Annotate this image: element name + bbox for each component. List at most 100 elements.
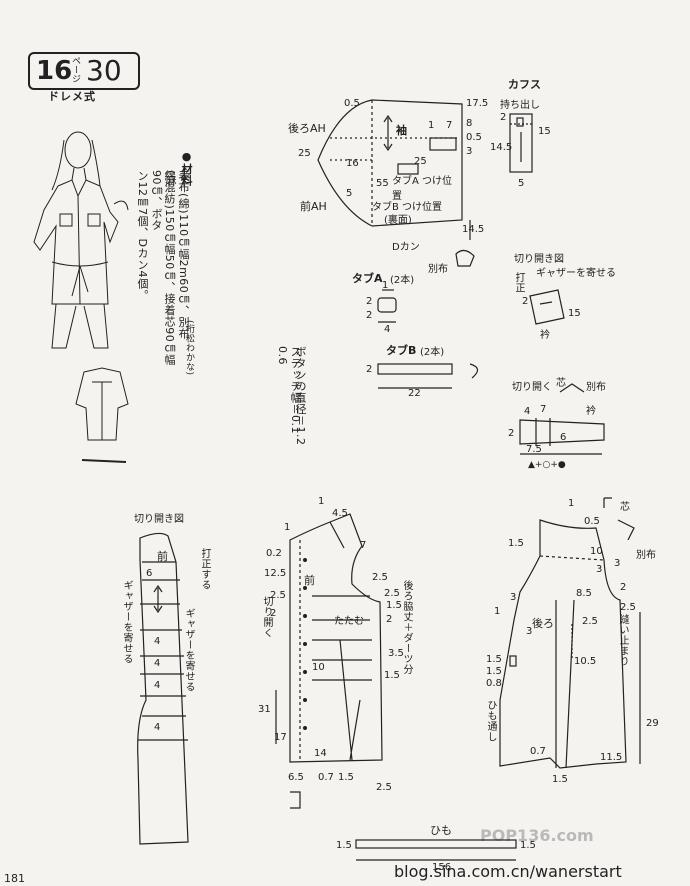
slash-cuff-pattern xyxy=(519,383,605,455)
front-slash-pattern xyxy=(137,532,189,845)
slash-cuff-label: 切り開く xyxy=(512,382,552,393)
model-blouse xyxy=(33,179,119,305)
front-body-outline xyxy=(289,513,383,763)
button-mark xyxy=(303,726,307,730)
slash-cuff-num: 2 xyxy=(508,428,514,439)
cuff-pattern xyxy=(509,113,533,173)
back-body-num: 0.8 xyxy=(486,678,502,689)
header-page-unit: ページ xyxy=(70,56,80,83)
back-body-pattern xyxy=(499,497,641,769)
slash-cuff-core: 芯 xyxy=(556,378,566,389)
front-slash-num: 4 xyxy=(154,722,160,733)
cuff-extension: 持ち出し xyxy=(500,100,540,111)
front-body-num: 1.5 xyxy=(386,600,402,611)
model-pockets xyxy=(59,213,101,227)
tab-a-num: 1 xyxy=(382,280,388,291)
tab-a-title: タブA xyxy=(352,272,383,285)
sleeve-tab-b-position: タブB つけ位置 xyxy=(372,202,443,213)
slash-cuff-extra: 別布 xyxy=(586,382,606,393)
front-body-num: 2.5 xyxy=(372,572,388,583)
back-body-num: 2.5 xyxy=(620,602,636,613)
tab-b-num: 22 xyxy=(408,388,421,399)
sleeve-grain-arrow xyxy=(383,114,393,152)
back-body-num: 11.5 xyxy=(600,752,622,763)
sleeve-pattern xyxy=(317,99,471,240)
string-title: ひも xyxy=(430,824,452,837)
slash-top-num: 15 xyxy=(568,308,581,319)
front-slash-num: 4 xyxy=(154,658,160,669)
front-slash-lines xyxy=(138,561,188,741)
back-body-yoke-line xyxy=(539,555,605,561)
front-body-num: 2.5 xyxy=(270,590,286,601)
cuff-num: 2 xyxy=(500,112,506,123)
back-body-num: 1 xyxy=(568,498,574,509)
model-belt-ties xyxy=(71,265,89,297)
back-body-label: 後ろ xyxy=(532,617,554,630)
front-body-num: 6.5 xyxy=(288,772,304,783)
slash-cuff-shape xyxy=(519,419,605,445)
sleeve-cap-curve xyxy=(317,99,373,227)
sleeve-num: 0.5 xyxy=(344,98,360,109)
button-mark xyxy=(303,642,307,646)
button-mark xyxy=(303,614,307,618)
sleeve-body xyxy=(371,99,463,227)
front-body-num: 2.5 xyxy=(384,588,400,599)
back-body-num: 3 xyxy=(596,564,602,575)
front-slash-outline xyxy=(137,532,189,845)
front-body-num: 3.5 xyxy=(388,648,404,659)
front-body-buttons xyxy=(303,558,307,730)
button-mark xyxy=(303,698,307,702)
slash-top-collar: 衿 xyxy=(540,330,550,341)
cuff-num: 15 xyxy=(538,126,551,137)
button-diameter-note: ボタンの直径＝1.2 xyxy=(294,346,307,446)
front-slash-front: 前 xyxy=(157,550,168,563)
back-body-num: 3 xyxy=(526,626,532,637)
tab-a-d-ring: Dカン xyxy=(392,242,420,253)
tab-a-count: (2本) xyxy=(390,275,415,286)
model-placket xyxy=(77,195,81,305)
front-slash-num: 4 xyxy=(154,636,160,647)
front-body-num: 1 xyxy=(318,496,324,507)
slash-top-shape xyxy=(529,289,565,325)
front-body-collar xyxy=(329,521,345,549)
sleeve-num: 14.5 xyxy=(462,224,484,235)
sleeve-tab-b-note: (裏面) xyxy=(384,215,412,226)
back-view-yoke xyxy=(92,381,112,440)
model-belt xyxy=(51,261,109,267)
back-body-core: 芯 xyxy=(620,502,630,513)
front-slash-title: 切り開き図 xyxy=(134,514,184,525)
button-mark xyxy=(303,670,307,674)
back-body-extra: 別布 xyxy=(636,550,656,561)
model-head xyxy=(64,131,92,169)
back-body-num: 10.5 xyxy=(574,656,596,667)
slash-cuff-num: 7 xyxy=(540,404,546,415)
string-num: 1.5 xyxy=(520,840,536,851)
front-body-slash: 切り開く xyxy=(261,596,272,638)
front-body-num: 4.5 xyxy=(332,508,348,519)
back-body-string-hole xyxy=(509,655,517,667)
sleeve-front-ah: 前AH xyxy=(300,200,327,213)
front-body-tuck-lines xyxy=(312,595,372,681)
front-body-num: 0.7 xyxy=(318,772,334,783)
sleeve-title: 袖 xyxy=(396,124,407,137)
slash-cuff-num: 7.5 xyxy=(526,444,542,455)
slash-top-pattern xyxy=(529,289,565,325)
front-body-dart xyxy=(339,639,361,761)
model-neck xyxy=(71,167,87,181)
materials-line-1: 表布(綿)110㎝幅2m60㎝、別布(麻 xyxy=(164,170,190,340)
sleeve-tab-a-mark xyxy=(429,137,457,151)
back-body-core-mark xyxy=(603,497,612,508)
front-body-num: 2.5 xyxy=(376,782,392,793)
slash-cuff-collar: 衿 xyxy=(586,406,596,417)
back-body-string-through: ひも通し xyxy=(485,700,496,742)
front-body-dart: 後ろ脇丈＋ダーツ分 xyxy=(401,580,412,675)
back-body-extra-sketch xyxy=(617,519,635,541)
slash-cuff-cuts xyxy=(535,418,551,446)
back-body-num: 3 xyxy=(614,558,620,569)
front-body-num: 14 xyxy=(314,748,327,759)
sleeve-num: 25 xyxy=(414,156,427,167)
back-body-num: 10 xyxy=(590,546,603,557)
back-view-blouse xyxy=(75,367,129,441)
tab-a-num: 4 xyxy=(384,324,390,335)
sleeve-num: 8 xyxy=(466,118,472,129)
